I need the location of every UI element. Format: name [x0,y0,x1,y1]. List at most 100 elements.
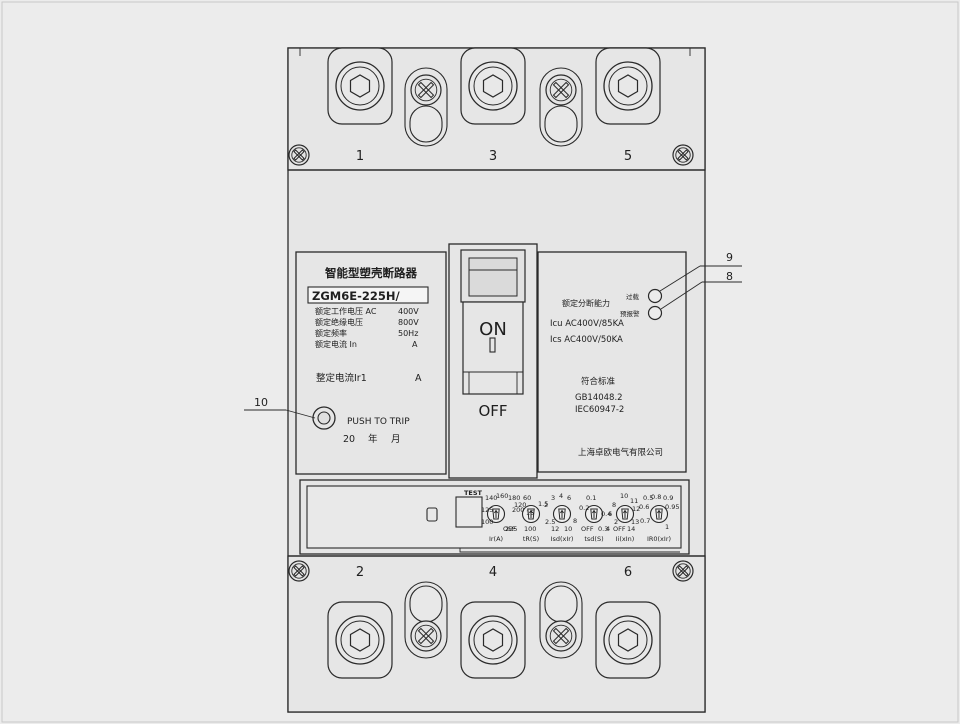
dial-ii-label: Ii(xIn) [616,535,635,543]
dial-knob-tsd[interactable] [584,504,604,524]
dial-tsd-label: tsd(S) [584,535,603,543]
manufacturer: 上海卓欧电气有限公司 [578,447,663,458]
dial-ir0-scale-0-7: 0.7 [640,517,650,525]
terminal-6 [595,601,661,679]
dial-isd-scale-2: 2 [544,501,548,509]
standard-1: GB14048.2 [575,393,623,403]
dial-isd-scale-6: 6 [567,494,571,502]
setting-unit: A [415,373,422,384]
dial-tr-scale-120: 120 [514,501,526,509]
dial-ii-scale-10: 10 [620,492,628,500]
dial-ir0-scale-0-95: 0.95 [665,503,679,511]
dial-isd-scale-4: 4 [559,492,563,500]
dial-ir[interactable]: 140 160 180 125 200 100 225 Ir(A) [481,492,524,543]
dial-ir0[interactable]: 0.5 0.8 0.9 0.6 0.95 0.7 1 IR0(xIr) [639,493,679,543]
dial-ir-scale-140: 140 [485,494,497,502]
lock-screw-top-left-head [410,74,442,106]
dial-ir-scale-180: 180 [508,494,520,502]
date-year: 年 [368,433,378,445]
spec-value-2: 50Hz [398,329,418,338]
left-nameplate: 智能型塑壳断路器 ZGM6E-225H/ 额定工作电压 AC 400V 额定绝缘… [295,251,447,475]
dial-isd-scale-10: 10 [564,525,572,533]
terminal-3-label: 3 [489,149,497,164]
dial-knob-ir[interactable] [486,504,506,524]
mounting-screw-tl [288,144,310,166]
operating-handle[interactable]: ON OFF [448,243,538,479]
terminal-2 [327,601,393,679]
dial-tr[interactable]: 60 120 15 OFF 100 tR(S) [503,494,539,543]
dial-tr-scale-off: OFF [503,525,516,533]
spec-label-1: 额定绝缘电压 [315,317,363,327]
icu-rating: Icu AC400V/85KA [550,319,624,329]
dial-tsd-scale-off: OFF [581,525,594,533]
lock-screw-top-right [539,67,583,147]
callout-10: 10 [244,396,316,419]
dial-knob-tr[interactable] [521,504,541,524]
mounting-screw-bl [288,560,310,582]
dial-tsd-scale-0-1: 0.1 [586,494,596,502]
terminal-5 [595,47,661,125]
dial-knob-ir0[interactable] [649,504,669,524]
push-to-trip-button[interactable] [312,406,336,430]
dial-ir-scale-200: 200 [512,506,524,514]
dial-tsd-scale-0-2: 0.2 [579,504,589,512]
date-month: 月 [391,434,401,445]
trip-unit-slot [426,507,438,522]
dial-ii-scale-4: 4 [606,525,610,533]
dial-ir-scale-225: 225 [505,525,517,533]
dial-ii[interactable]: 10 8 11 12 13 6 4 OFF 14 2 Ii(xIn) [606,492,640,543]
dial-ii-scale-11: 11 [630,497,638,505]
terminal-2-label: 2 [356,565,364,580]
dial-tr-label: tR(S) [523,535,539,543]
lock-screw-bottom-left [404,581,448,659]
dial-isd[interactable]: 3 4 6 2 1.5 2.5 12 10 8 Isd(xIr) [538,492,577,543]
test-button[interactable] [455,496,483,528]
spec-value-1: 800V [398,318,419,327]
callout-8-label: 8 [726,270,733,283]
mounting-screw-tr [672,144,694,166]
off-label: OFF [478,402,507,420]
dial-ir-scale-100: 100 [481,518,493,526]
lock-screw-bottom-right-head [545,620,577,652]
lock-screw-top-left [404,67,448,147]
dial-tsd[interactable]: 0.1 0.2 OFF 0.3 0.4 tsd(S) [579,494,611,543]
dial-isd-scale-3: 3 [551,494,555,502]
dial-isd-scale-8: 8 [573,517,577,525]
spec-value-0: 400V [398,307,419,316]
dial-ir0-scale-0-5: 0.5 [643,494,653,502]
right-nameplate: 额定分断能力 过载 预报警 Icu AC400V/85KA Ics AC400V… [537,251,687,473]
dial-ir0-scale-1: 1 [665,523,669,531]
dial-ii-scale-off: OFF [613,525,626,533]
callout-9-label: 9 [726,251,733,264]
dial-ii-scale-14: 14 [627,525,635,533]
spec-label-2: 额定频率 [315,328,347,338]
spec-label-0: 额定工作电压 AC [315,306,377,316]
on-label: ON [479,319,507,340]
lock-screw-bottom-right [539,581,583,659]
terminal-6-label: 6 [624,565,632,580]
dial-tr-scale-15: 15 [526,509,534,517]
callout-8: 8 [660,270,742,310]
dial-isd-label: Isd(xIr) [551,535,574,543]
push-to-trip-label: PUSH TO TRIP [347,417,410,427]
lock-screw-bottom-left-head [410,620,442,652]
dial-ii-scale-6: 6 [608,510,612,518]
dial-ii-scale-2: 2 [614,518,618,526]
dial-knob-ii[interactable] [615,504,635,524]
terminal-1-label: 1 [356,149,364,164]
dial-knob-isd[interactable] [552,504,572,524]
dial-isd-scale-2-5: 2.5 [545,518,555,526]
dial-ir-scale-160: 160 [496,492,508,500]
overload-indicator-led [647,288,663,304]
terminal-4-label: 4 [489,565,497,580]
breaking-capacity-label: 额定分断能力 [562,298,610,308]
mounting-screw-br [672,560,694,582]
dial-tsd-scale-0-4: 0.4 [601,510,611,518]
dial-isd-scale-12: 12 [551,525,559,533]
dial-ir0-scale-0-9: 0.9 [663,494,673,502]
terminal-1 [327,47,393,125]
callout-9: 9 [659,251,742,292]
dial-ii-scale-8: 8 [612,501,616,509]
